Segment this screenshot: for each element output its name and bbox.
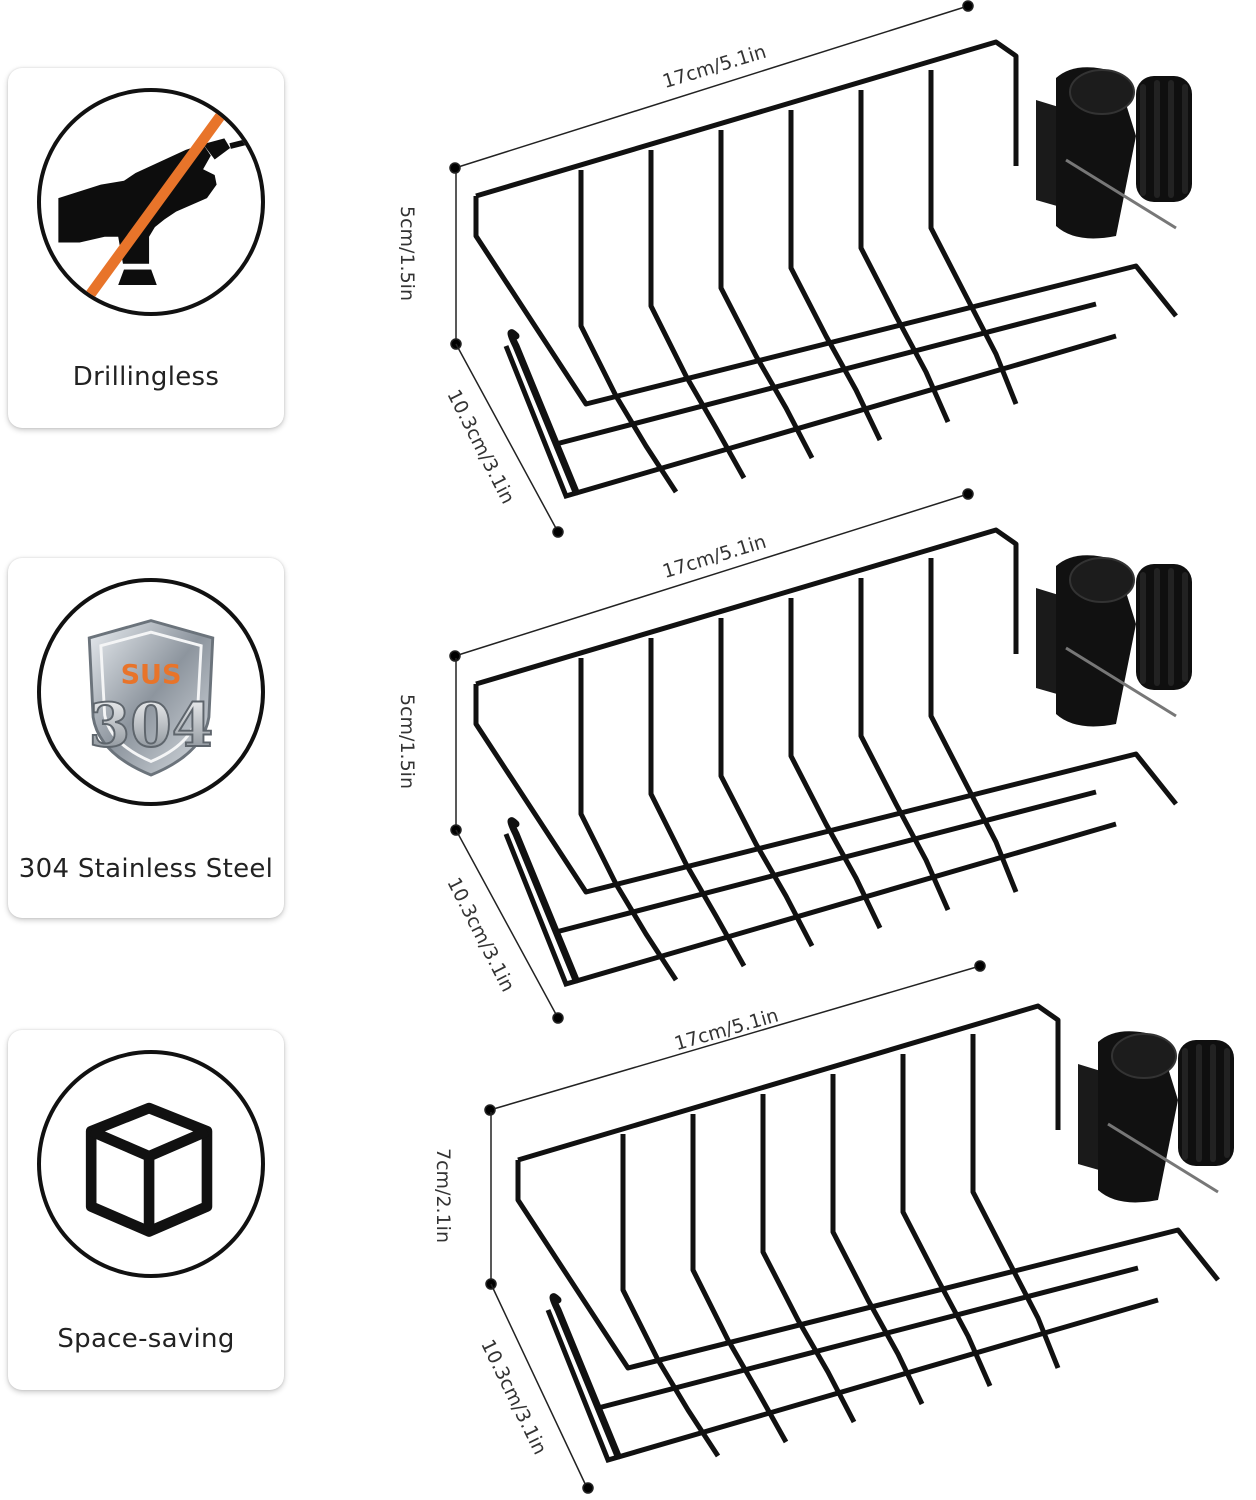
basket-3-height-label: 7cm/2.1in	[432, 1148, 454, 1243]
feature-card-drillingless: Drillingless	[8, 68, 284, 428]
basket-3-dimensions	[484, 960, 986, 1494]
no-drill-icon	[37, 88, 265, 316]
basket-1-height-label: 5cm/1.5in	[396, 206, 418, 301]
badge-top-text: SUS	[121, 659, 182, 690]
basket-1	[476, 42, 1192, 496]
feature-label: 304 Stainless Steel	[18, 854, 274, 884]
basket-1-dimensions	[449, 0, 974, 538]
feature-card-space-saving: Space-saving	[8, 1030, 284, 1390]
badge-bottom-text: 304	[89, 691, 214, 761]
cube-icon	[37, 1050, 265, 1278]
sus304-shield-icon: SUS 304	[37, 578, 265, 806]
basket-2	[476, 530, 1192, 984]
feature-label: Drillingless	[72, 362, 220, 392]
basket-2-dimensions	[449, 488, 974, 1024]
feature-card-stainless-steel: SUS 304 304 Stainless Steel	[8, 558, 284, 918]
feature-label: Space-saving	[57, 1324, 235, 1354]
basket-2-height-label: 5cm/1.5in	[396, 694, 418, 789]
basket-3	[518, 1006, 1234, 1460]
